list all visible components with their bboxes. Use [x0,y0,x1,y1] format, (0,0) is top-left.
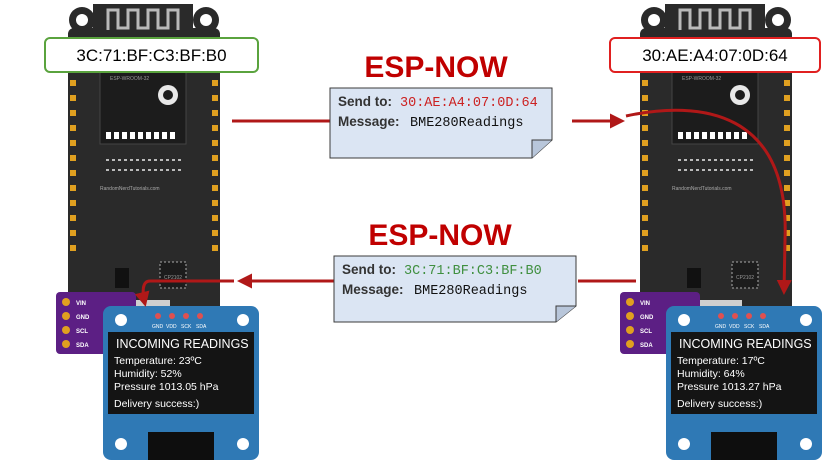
right-mac-address: 30:AE:A4:07:0D:64 [642,46,788,65]
usb-chip-label: CP2102 [736,275,754,281]
oled-temperature: Temperature: 23ºC [114,355,202,367]
site-label: RandomNerdTutorials.com [672,186,732,192]
sensor-pin-label: VIN [640,301,650,307]
left-mac-label: 3C:71:BF:C3:BF:B0 [44,37,259,73]
top-espnow-title: ESP-NOW [364,51,508,84]
bottom-delivery-arrow-icon [134,279,234,307]
module-pads [678,132,747,139]
top-message-value: BME280Readings [410,116,523,131]
top-send-to-value: 30:AE:A4:07:0D:64 [400,96,538,111]
esp32-module [99,67,187,145]
antenna-trace [678,8,752,30]
top-message-label: Message: [338,114,400,129]
sensor-pin-label: GND [76,315,90,321]
left-mac-address: 3C:71:BF:C3:BF:B0 [76,46,226,65]
oled-humidity: Humidity: 64% [677,368,745,380]
sensor-pin-label: SCL [76,329,88,335]
usb-chip-label: CP2102 [164,275,182,281]
bottom-espnow-title: ESP-NOW [368,219,512,252]
oled-pressure: Pressure 1013.05 hPa [114,381,219,393]
right-mac-label: 30:AE:A4:07:0D:64 [609,37,821,73]
sensor-pin-label: GND [640,315,654,321]
right-pin-row [784,80,790,251]
bottom-send-to-value: 3C:71:BF:C3:BF:B0 [404,264,542,279]
oled-status: Delivery success:) [114,398,199,410]
usb-chip [159,261,187,289]
module-label: ESP-WROOM-32 [682,76,721,82]
bottom-message-label: Message: [342,282,404,297]
sensor-pin-label: SCL [640,329,652,335]
left-pin-row [70,80,76,251]
bottom-espnow-link: ESP-NOW Send to: 3C:71:BF:C3:BF:B0 Messa… [134,219,636,323]
oled-screen [108,332,254,414]
oled-status: Delivery success:) [677,398,762,410]
sensor-pin-label: VIN [76,301,86,307]
oled-pin-label: SCK [181,324,192,330]
top-espnow-link: ESP-NOW Send to: 30:AE:A4:07:0D:64 Messa… [232,51,792,295]
right-pin-row [212,80,218,251]
oled-pin-label: SDA [759,324,770,330]
oled-pin-label: SCK [744,324,755,330]
sensor-pin-label: SDA [76,343,89,349]
bottom-message-value: BME280Readings [414,284,527,299]
oled-pin-label: GND [152,324,164,330]
oled-title: INCOMING READINGS [679,337,812,351]
oled-humidity: Humidity: 52% [114,368,182,380]
oled-screen [671,332,817,414]
esp32-module [671,67,759,145]
sensor-pin-label: SDA [640,343,653,349]
oled-pin-label: GND [715,324,727,330]
oled-pin-label: VDD [729,324,740,330]
oled-pressure: Pressure 1013.27 hPa [677,381,782,393]
oled-temperature: Temperature: 17ºC [677,355,765,367]
antenna-trace [106,8,180,30]
usb-chip [731,261,759,289]
right-oled-display: GND VDD SCK SDA INCOMING READINGS Temper… [666,306,822,460]
site-label: RandomNerdTutorials.com [100,186,160,192]
oled-pin-label: SDA [196,324,207,330]
oled-pin-label: VDD [166,324,177,330]
oled-title: INCOMING READINGS [116,337,249,351]
right-esp32-board: ESP-WROOM-32 RandomNerdTuto [640,4,792,318]
top-delivery-arrow-icon [625,108,792,295]
bottom-send-to-label: Send to: [342,262,396,277]
module-pads [106,132,175,139]
top-send-to-label: Send to: [338,94,392,109]
module-label: ESP-WROOM-32 [110,76,149,82]
left-oled-display: GND VDD SCK SDA INCOMING READINGS Temper… [103,306,259,460]
